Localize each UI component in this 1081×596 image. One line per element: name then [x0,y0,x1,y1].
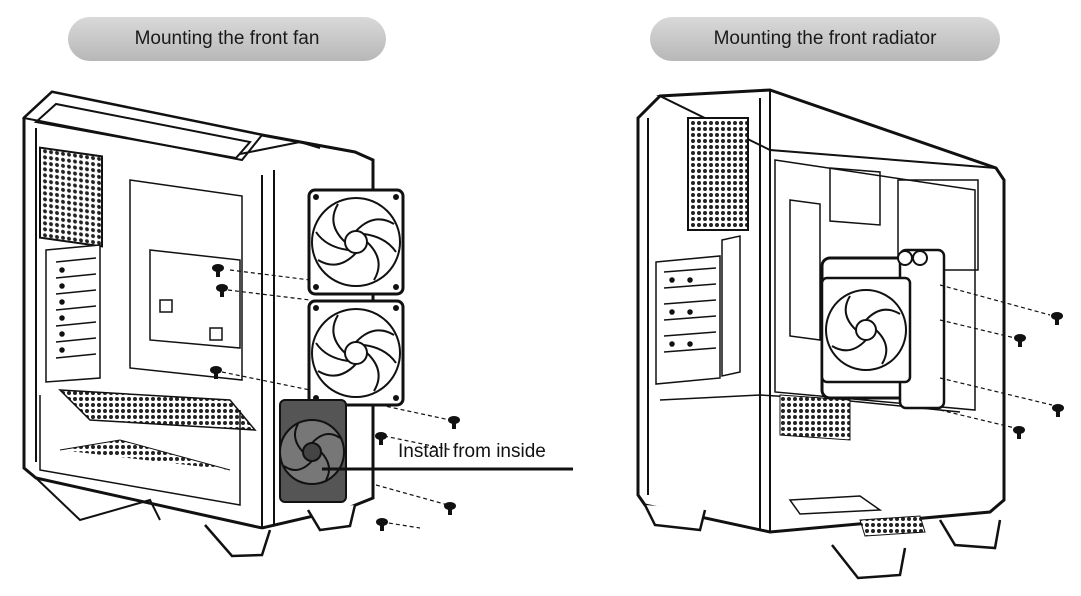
front-fan-title: Mounting the front fan [134,28,320,49]
front-fan-title-pill: Mounting the front fan [68,17,386,61]
front-fan-screws [221,269,453,529]
front-fan-middle [307,299,405,407]
front-radiator-title-pill: Mounting the front radiator [650,17,1000,61]
front-radiator-title: Mounting the front radiator [713,28,937,49]
front-fan-top [307,188,405,296]
front-radiator [820,248,946,410]
front-fan-bottom [279,399,347,503]
install-from-inside-callout: Install from inside [398,441,546,462]
screw-icon [1013,312,1064,439]
front-radiator-screws [939,284,1053,429]
